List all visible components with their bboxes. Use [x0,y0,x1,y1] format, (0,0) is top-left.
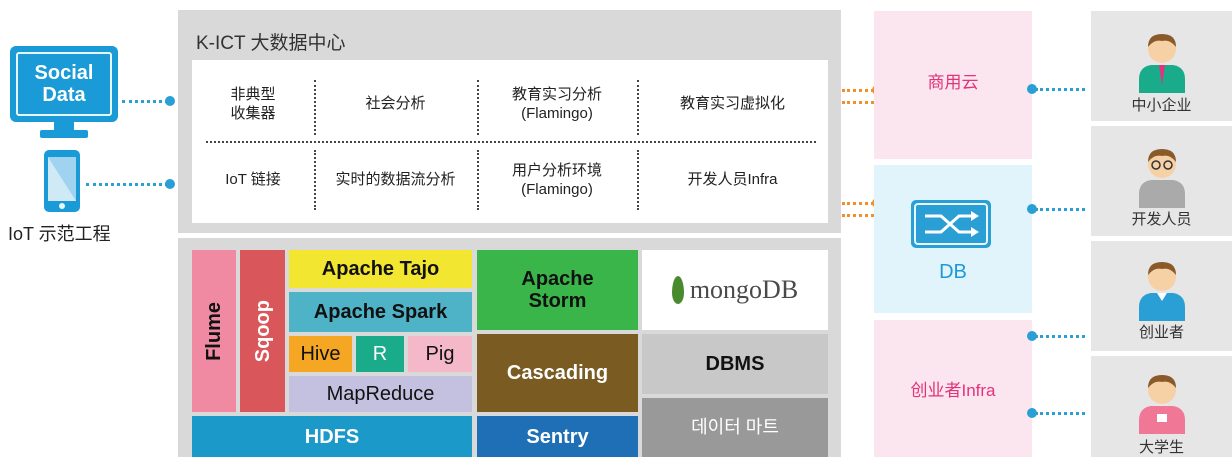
grid-cell: 非典型 收集器 [230,85,276,123]
user-connector [1035,88,1085,91]
startup-infra-box: 创业者Infra [874,320,1032,457]
user-student: 大学生 [1091,356,1232,457]
social-data-line1: Social [34,62,94,84]
db-switch-icon [911,200,991,248]
service-grid: 非典型 收集器 社会分析 教育实习分析 (Flamingo) 教育实习虚拟化 I… [192,60,828,223]
big-data-center-panel: K-ICT 大数据中心 非典型 收集器 社会分析 教育实习分析 (Flaming… [178,10,841,233]
flume-block: Flume [192,250,236,412]
person-icon [1139,34,1185,93]
mapreduce-block: MapReduce [289,376,472,412]
person-icon [1139,149,1185,208]
db-connector [842,202,874,205]
grid-cell: 社会分析 [365,95,426,113]
sqoop-block: Sqoop [240,250,285,412]
user-label: 创业者 [1138,324,1184,341]
commercial-cloud-box: 商用云 [874,11,1032,159]
flume-label: Flume [203,301,225,361]
mongodb-label: mongoDB [689,275,799,304]
user-label: 开发人员 [1131,211,1192,228]
user-connector-dot [1027,408,1037,418]
user-connector [1035,412,1085,415]
social-connector [122,100,168,103]
user-connector [1035,335,1085,338]
hive-block: Hive [289,336,352,372]
monitor-icon: Social Data [10,46,118,138]
grid-cell: 教育实习分析 (Flamingo) [511,85,602,123]
db-label: DB [939,261,967,283]
user-entrepreneur: 创业者 [1091,241,1232,351]
sentry-block: Sentry [477,416,638,457]
commercial-cloud-label: 商用云 [927,72,979,92]
db-connector-2 [842,214,874,217]
iot-demo-label: IoT 示范工程 [8,224,111,244]
dbms-block: DBMS [642,334,828,394]
user-connector-dot [1027,204,1037,214]
r-block: R [356,336,404,372]
grid-cell: IoT 链接 [225,171,281,189]
panel-title: K-ICT 大数据中心 [196,33,346,54]
db-box: DB [874,165,1032,313]
sqoop-label: Sqoop [251,299,274,363]
user-label: 中小企业 [1131,97,1192,114]
cascading-block: Cascading [477,334,638,412]
startup-infra-label: 创业者Infra [910,381,996,400]
datamart-block: 데이터 마트 [642,398,828,457]
user-sme: 中小企业 [1091,11,1232,121]
person-icon [1139,375,1185,434]
cloud-connector-2 [842,101,874,104]
user-label: 大学生 [1138,439,1184,456]
spark-block: Apache Spark [289,292,472,332]
grid-cell: 开发人员Infra [687,171,778,189]
storm-block: Apache Storm [477,250,638,330]
user-connector-dot [1027,84,1037,94]
hdfs-block: HDFS [192,416,472,457]
person-icon [1139,262,1185,321]
tablet-icon [44,150,80,212]
grid-cell: 实时的数据流分析 [335,171,456,189]
mongodb-leaf-icon [671,276,684,304]
social-data-line2: Data [42,84,86,106]
cloud-connector [842,89,874,92]
social-connector-dot [165,96,175,106]
user-connector-dot [1027,331,1037,341]
iot-connector [86,183,168,186]
iot-connector-dot [165,179,175,189]
mongodb-block: mongoDB [642,250,828,330]
grid-cell: 用户分析环境 (Flamingo) [511,161,602,199]
grid-cell: 教育实习虚拟化 [679,95,785,113]
user-developer: 开发人员 [1091,126,1232,236]
user-connector [1035,208,1085,211]
pig-block: Pig [408,336,472,372]
tajo-block: Apache Tajo [289,250,472,288]
